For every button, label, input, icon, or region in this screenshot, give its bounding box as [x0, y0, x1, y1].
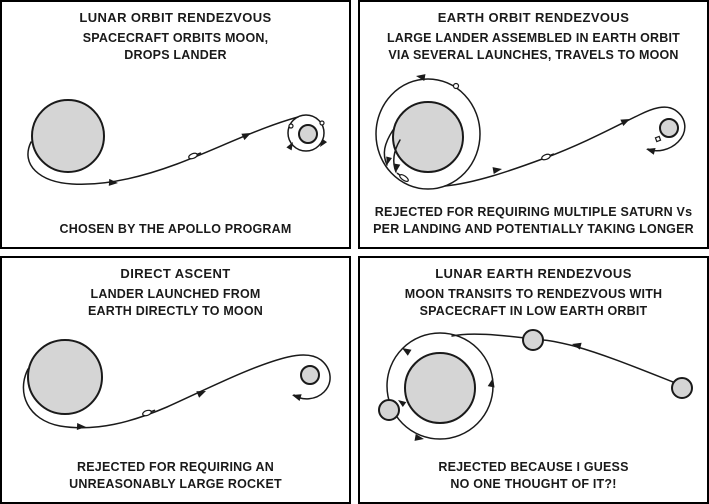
subtitle-line: VIA SEVERAL LAUNCHES, TRAVELS TO MOON — [388, 48, 679, 62]
spacecraft-dot — [288, 122, 294, 129]
moon — [298, 123, 318, 144]
panel-lunar-earth-rendezvous: LUNAR EARTH RENDEZVOUS MOON TRANSITS TO … — [358, 256, 709, 504]
panel-title: LUNAR ORBIT RENDEZVOUS — [79, 10, 272, 25]
moon-position-rendezvous — [378, 398, 400, 421]
subtitle-line: EARTH DIRECTLY TO MOON — [87, 304, 264, 318]
earth — [404, 351, 476, 424]
panel-caption: REJECTED FOR REQUIRING AN UNREASONABLY L… — [69, 459, 282, 493]
arrow — [572, 342, 582, 350]
spacecraft-icon — [142, 409, 156, 416]
arrow — [320, 138, 328, 147]
arrow — [76, 422, 86, 430]
arrow — [414, 433, 424, 441]
caption-line: CHOSEN BY THE APOLLO PROGRAM — [59, 222, 292, 236]
panel-direct-ascent: DIRECT ASCENT LANDER LAUNCHED FROM EARTH… — [0, 256, 351, 504]
moon-position-top — [522, 328, 544, 351]
earth — [27, 338, 103, 415]
panel-subtitle: LANDER LAUNCHED FROM EARTH DIRECTLY TO M… — [88, 286, 263, 320]
subtitle-line: DROPS LANDER — [124, 48, 227, 62]
spacecraft-icon — [541, 153, 555, 161]
arrow — [620, 119, 630, 126]
transfer-trajectory — [444, 106, 686, 187]
panel-lunar-orbit-rendezvous: LUNAR ORBIT RENDEZVOUS SPACECRAFT ORBITS… — [0, 0, 351, 249]
module-dot — [452, 82, 460, 90]
arrow — [398, 399, 407, 407]
arrow — [292, 393, 302, 401]
subtitle-line: SPACECRAFT ORBITS MOON, — [82, 31, 269, 45]
diagram-direct-ascent — [22, 338, 331, 430]
arrow — [402, 347, 412, 356]
subtitle-line: SPACECRAFT IN LOW EARTH ORBIT — [419, 304, 648, 318]
spacecraft-icon — [188, 151, 202, 159]
arrow — [386, 156, 392, 165]
subtitle-line: MOON TRANSITS TO RENDEZVOUS WITH — [404, 287, 663, 301]
moon — [300, 364, 320, 385]
earth — [31, 98, 105, 173]
panel-subtitle: LARGE LANDER ASSEMBLED IN EARTH ORBIT VI… — [387, 30, 680, 64]
caption-line: PER LANDING AND POTENTIALLY TAKING LONGE… — [373, 222, 694, 236]
arrow — [286, 141, 293, 150]
lander-dot — [654, 135, 662, 143]
arrow — [394, 163, 401, 172]
caption-line: REJECTED BECAUSE I GUESS — [438, 460, 629, 474]
spacecraft-dot — [319, 119, 325, 126]
diagram-lunar-orbit-rendezvous — [27, 98, 328, 186]
panel-caption: CHOSEN BY THE APOLLO PROGRAM — [59, 221, 291, 238]
arrow — [108, 178, 118, 186]
arrow — [241, 132, 251, 140]
panel-subtitle: MOON TRANSITS TO RENDEZVOUS WITH SPACECR… — [405, 286, 663, 320]
launch-arc — [392, 139, 401, 173]
panel-caption: REJECTED BECAUSE I GUESS NO ONE THOUGHT … — [438, 459, 628, 493]
moon — [659, 118, 679, 138]
caption-line: NO ONE THOUGHT OF IT?! — [450, 477, 617, 491]
moon-transfer-trajectory — [451, 332, 526, 339]
panel-title: DIRECT ASCENT — [120, 266, 231, 281]
arrow — [416, 74, 426, 82]
assembly-orbit — [375, 78, 481, 190]
lunar-orbit — [287, 113, 325, 152]
subtitle-line: LANDER LAUNCHED FROM — [90, 287, 261, 301]
caption-line: UNREASONABLY LARGE ROCKET — [69, 477, 282, 491]
diagram-lunar-earth-rendezvous — [378, 328, 693, 441]
moon-transfer-trajectory — [541, 338, 674, 383]
panel-subtitle: SPACECRAFT ORBITS MOON, DROPS LANDER — [83, 30, 269, 64]
launch-arc — [383, 129, 394, 166]
earth — [392, 101, 464, 173]
panel-title: EARTH ORBIT RENDEZVOUS — [437, 10, 630, 25]
arrow — [646, 147, 656, 155]
diagram-earth-orbit-rendezvous — [375, 74, 686, 190]
caption-line: REJECTED FOR REQUIRING MULTIPLE SATURN V… — [374, 205, 693, 219]
arrow — [492, 167, 502, 175]
rocket-icon — [396, 172, 409, 182]
arrow — [487, 377, 495, 388]
subtitle-line: LARGE LANDER ASSEMBLED IN EARTH ORBIT — [386, 31, 681, 45]
transfer-trajectory — [22, 353, 331, 429]
panel-earth-orbit-rendezvous: EARTH ORBIT RENDEZVOUS LARGE LANDER ASSE… — [358, 0, 709, 249]
panel-title: LUNAR EARTH RENDEZVOUS — [435, 266, 632, 281]
transfer-trajectory — [27, 115, 299, 185]
arrow — [196, 390, 206, 398]
moon-position-right — [671, 376, 693, 399]
caption-line: REJECTED FOR REQUIRING AN — [77, 460, 274, 474]
panel-caption: REJECTED FOR REQUIRING MULTIPLE SATURN V… — [373, 204, 694, 238]
